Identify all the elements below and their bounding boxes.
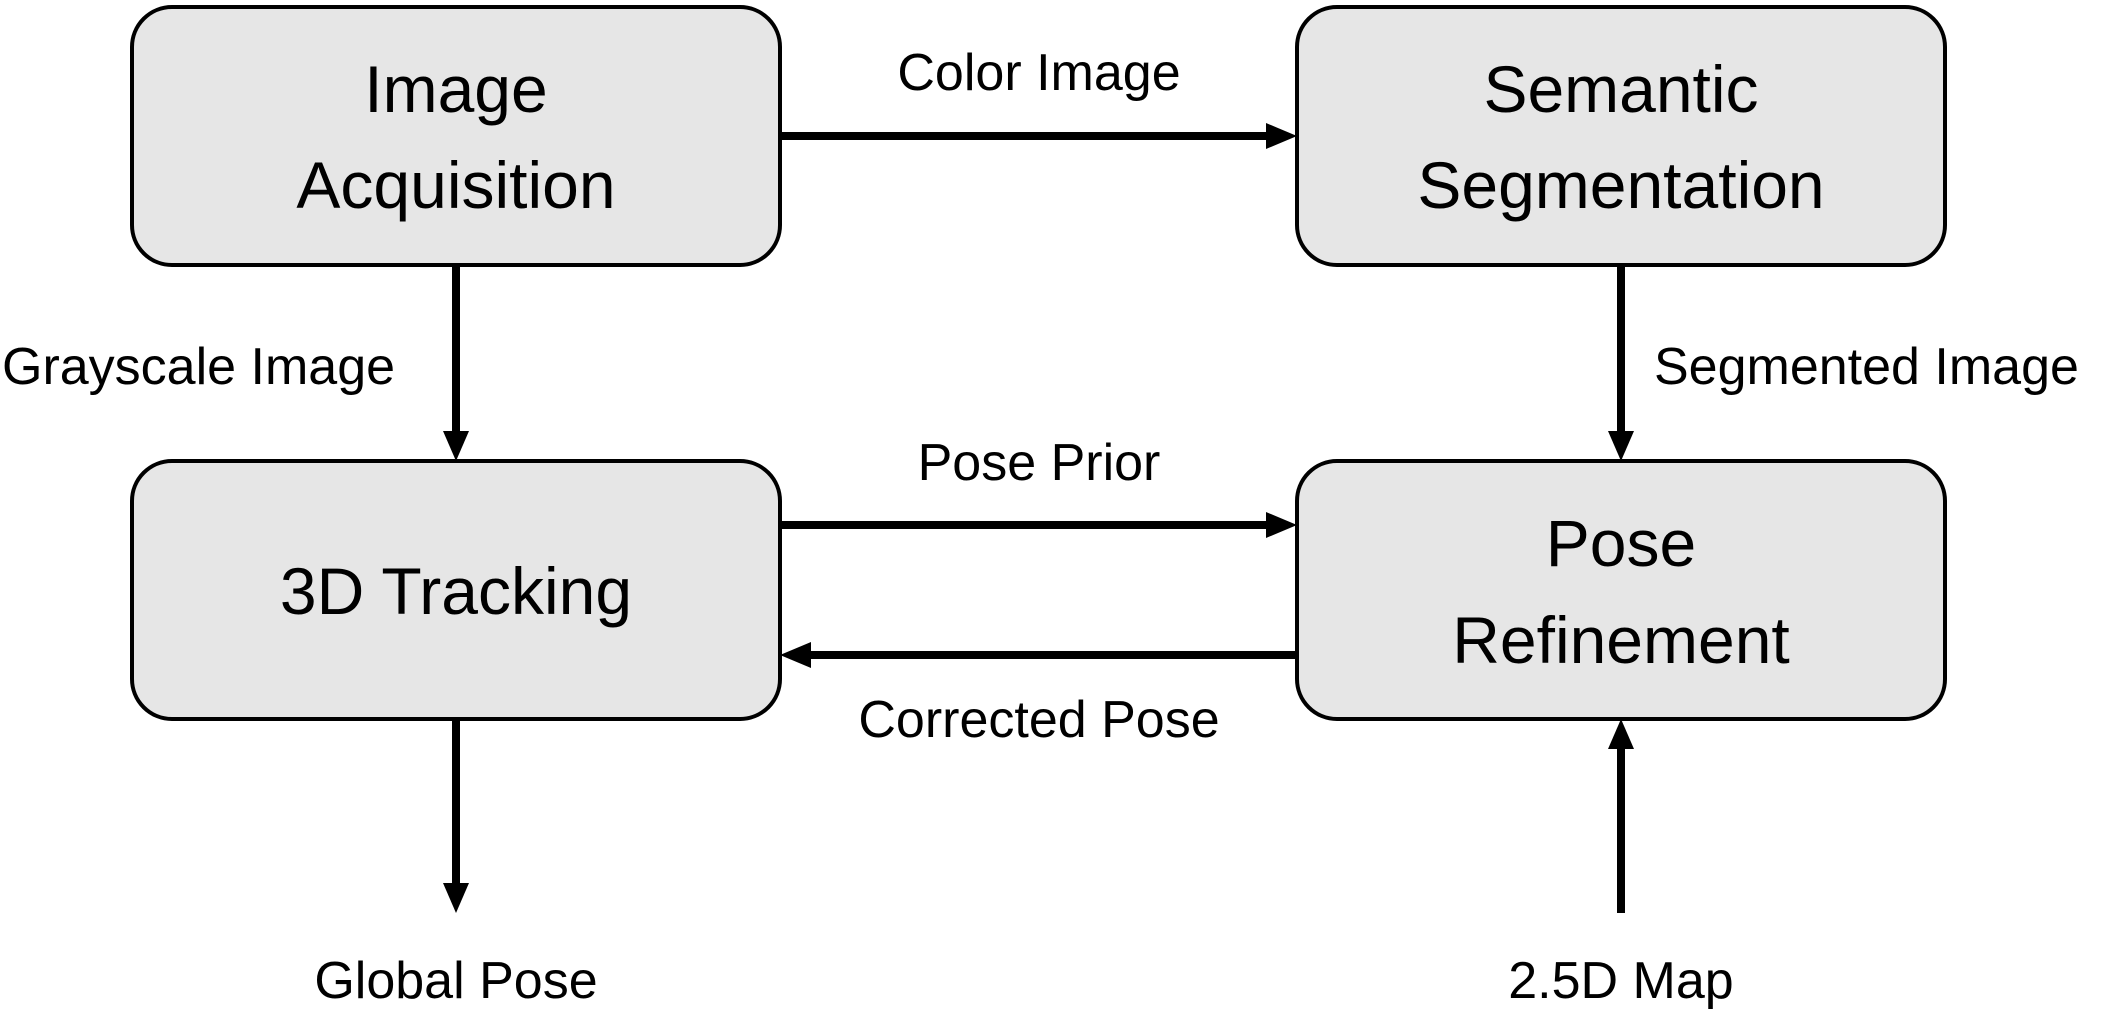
arrow-head — [1608, 719, 1634, 749]
arrow-head — [1266, 123, 1297, 149]
node-label-line1: Pose — [1546, 506, 1696, 580]
edge-label: Global Pose — [314, 952, 597, 1010]
edge-map-25d: 2.5D Map — [1508, 719, 1734, 1010]
node-label-line1: Image — [364, 52, 547, 126]
edge-corrected-pose: Corrected Pose — [780, 642, 1297, 749]
edge-global-pose: Global Pose — [314, 719, 598, 1010]
edge-label: Color Image — [897, 44, 1180, 102]
arrow-head — [1266, 512, 1297, 538]
edge-label: Pose Prior — [918, 434, 1161, 492]
edge-label: Grayscale Image — [2, 338, 395, 396]
node-semantic-segmentation: Semantic Segmentation — [1295, 5, 1947, 267]
arrow-head — [443, 431, 469, 461]
node-label-line2: Segmentation — [1417, 148, 1824, 222]
arrow-head — [1608, 431, 1634, 461]
node-label-line2: Acquisition — [296, 148, 615, 222]
edge-grayscale-image: Grayscale Image — [2, 265, 469, 461]
node-box — [1295, 5, 1947, 267]
node-box — [130, 5, 782, 267]
node-image-acquisition: Image Acquisition — [130, 5, 782, 267]
edge-label: Corrected Pose — [858, 691, 1219, 749]
edge-color-image: Color Image — [780, 44, 1297, 149]
node-box — [1295, 459, 1947, 721]
arrow-head — [780, 642, 811, 668]
edge-label: Segmented Image — [1654, 338, 2079, 396]
node-label-line1: 3D Tracking — [280, 554, 632, 628]
node-3d-tracking: 3D Tracking — [130, 459, 782, 721]
edge-segmented-image: Segmented Image — [1608, 265, 2079, 461]
arrow-head — [443, 883, 469, 913]
node-label-line2: Refinement — [1452, 603, 1790, 677]
node-label-line1: Semantic — [1483, 52, 1758, 126]
edge-label: 2.5D Map — [1508, 952, 1733, 1010]
node-pose-refinement: Pose Refinement — [1295, 459, 1947, 721]
edge-pose-prior: Pose Prior — [780, 434, 1297, 538]
